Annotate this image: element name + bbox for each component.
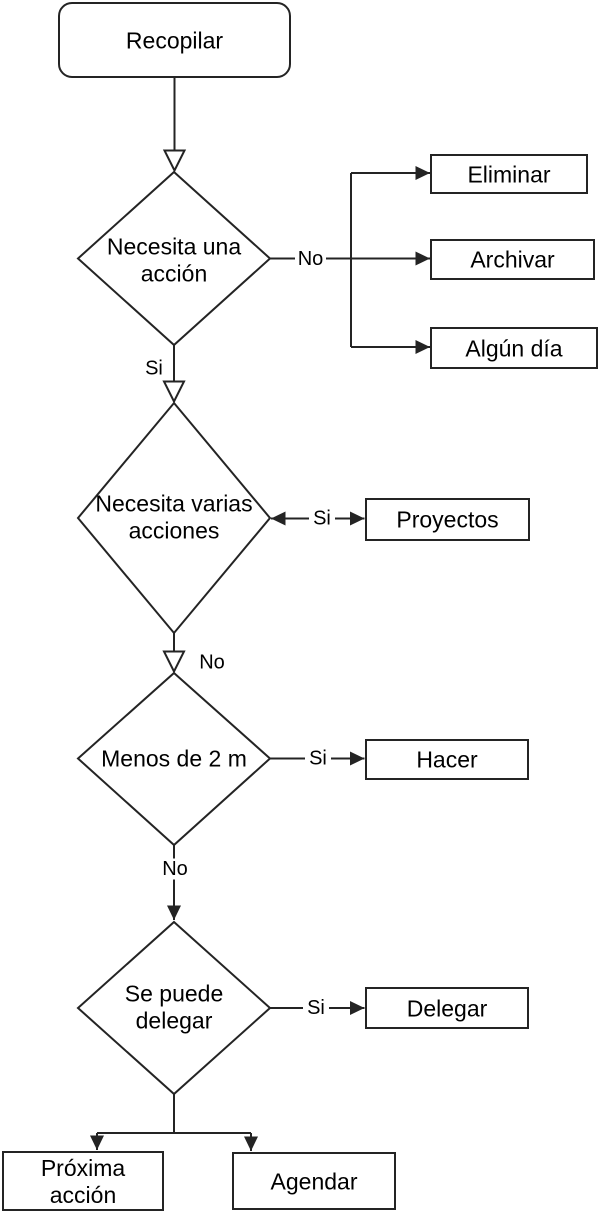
node-shape (365, 739, 529, 780)
edge-menos-2m-si: Si (270, 748, 365, 770)
node-label-line: delegar (136, 1008, 213, 1034)
node-label-line: acción (50, 1182, 116, 1208)
node-label: Recopilar (126, 28, 223, 54)
open-arrowhead-icon (162, 149, 187, 173)
edge-label-no: No (298, 248, 324, 270)
node-algun-dia: Algún día (430, 327, 598, 369)
node-shape (58, 2, 291, 78)
edge-necesita-accion-si: Si (141, 345, 186, 404)
node-label-line: Próxima (41, 1155, 126, 1181)
node-shape (232, 1152, 396, 1210)
edge-necesita-accion-no: No (270, 166, 430, 354)
edge-label-si: Si (145, 358, 163, 380)
node-menos-de-2m: Menos de 2 m (76, 671, 272, 847)
node-shape-diamond (76, 671, 272, 847)
node-label: Algún día (465, 336, 562, 362)
node-label: Agendar (271, 1169, 358, 1195)
open-arrowhead-icon (162, 380, 186, 404)
node-label: Proyectos (396, 507, 498, 533)
edge-label-bg (141, 358, 167, 379)
node-label-line: Se puede (125, 981, 223, 1007)
edge-delegar-split (90, 1094, 258, 1151)
edge-label-no: No (162, 858, 188, 880)
node-label-line: acción (141, 261, 207, 287)
edge-label-bg (295, 248, 326, 269)
node-hacer: Hacer (365, 739, 529, 780)
edge-recopilar-to-necesita-accion (162, 77, 187, 173)
node-shape-diamond (76, 170, 272, 347)
edge-varias-acciones-no: No (162, 633, 225, 674)
node-proyectos: Proyectos (365, 498, 530, 541)
node-label-line: Necesita una (107, 234, 241, 260)
node-delegar: Delegar (365, 987, 529, 1029)
edge-label-si: Si (309, 748, 327, 770)
node-shape (2, 1151, 164, 1211)
node-label: Hacer (416, 747, 478, 773)
edge-label-bg (303, 997, 329, 1019)
edge-se-puede-delegar-si: Si (270, 997, 365, 1019)
edge-varias-acciones-si: Si (271, 508, 365, 530)
node-shape (430, 154, 588, 194)
node-agendar: Agendar (232, 1152, 396, 1210)
edge-label-si: Si (313, 508, 331, 530)
node-shape (365, 987, 529, 1029)
node-archivar: Archivar (430, 239, 595, 280)
node-eliminar: Eliminar (430, 154, 588, 194)
node-label-line: Necesita varias (95, 491, 252, 517)
edge-label-bg (305, 748, 331, 769)
node-shape (365, 498, 530, 541)
edge-label-bg (159, 858, 191, 880)
edge-label-bg (309, 508, 335, 529)
edge-label-no: No (199, 652, 225, 674)
node-shape (430, 327, 598, 369)
node-shape-diamond (76, 401, 272, 635)
node-label: Delegar (407, 996, 488, 1022)
open-arrowhead-icon (162, 650, 186, 674)
node-shape-diamond (76, 920, 272, 1096)
edge-menos-2m-no: No (159, 845, 191, 920)
node-label: Menos de 2 m (101, 746, 247, 772)
edge-label-si: Si (307, 997, 325, 1019)
node-label: Eliminar (467, 162, 550, 188)
node-label-line: acciones (129, 518, 220, 544)
node-shape (430, 239, 595, 280)
node-recopilar: Recopilar (58, 2, 291, 78)
node-label: Archivar (470, 247, 555, 273)
